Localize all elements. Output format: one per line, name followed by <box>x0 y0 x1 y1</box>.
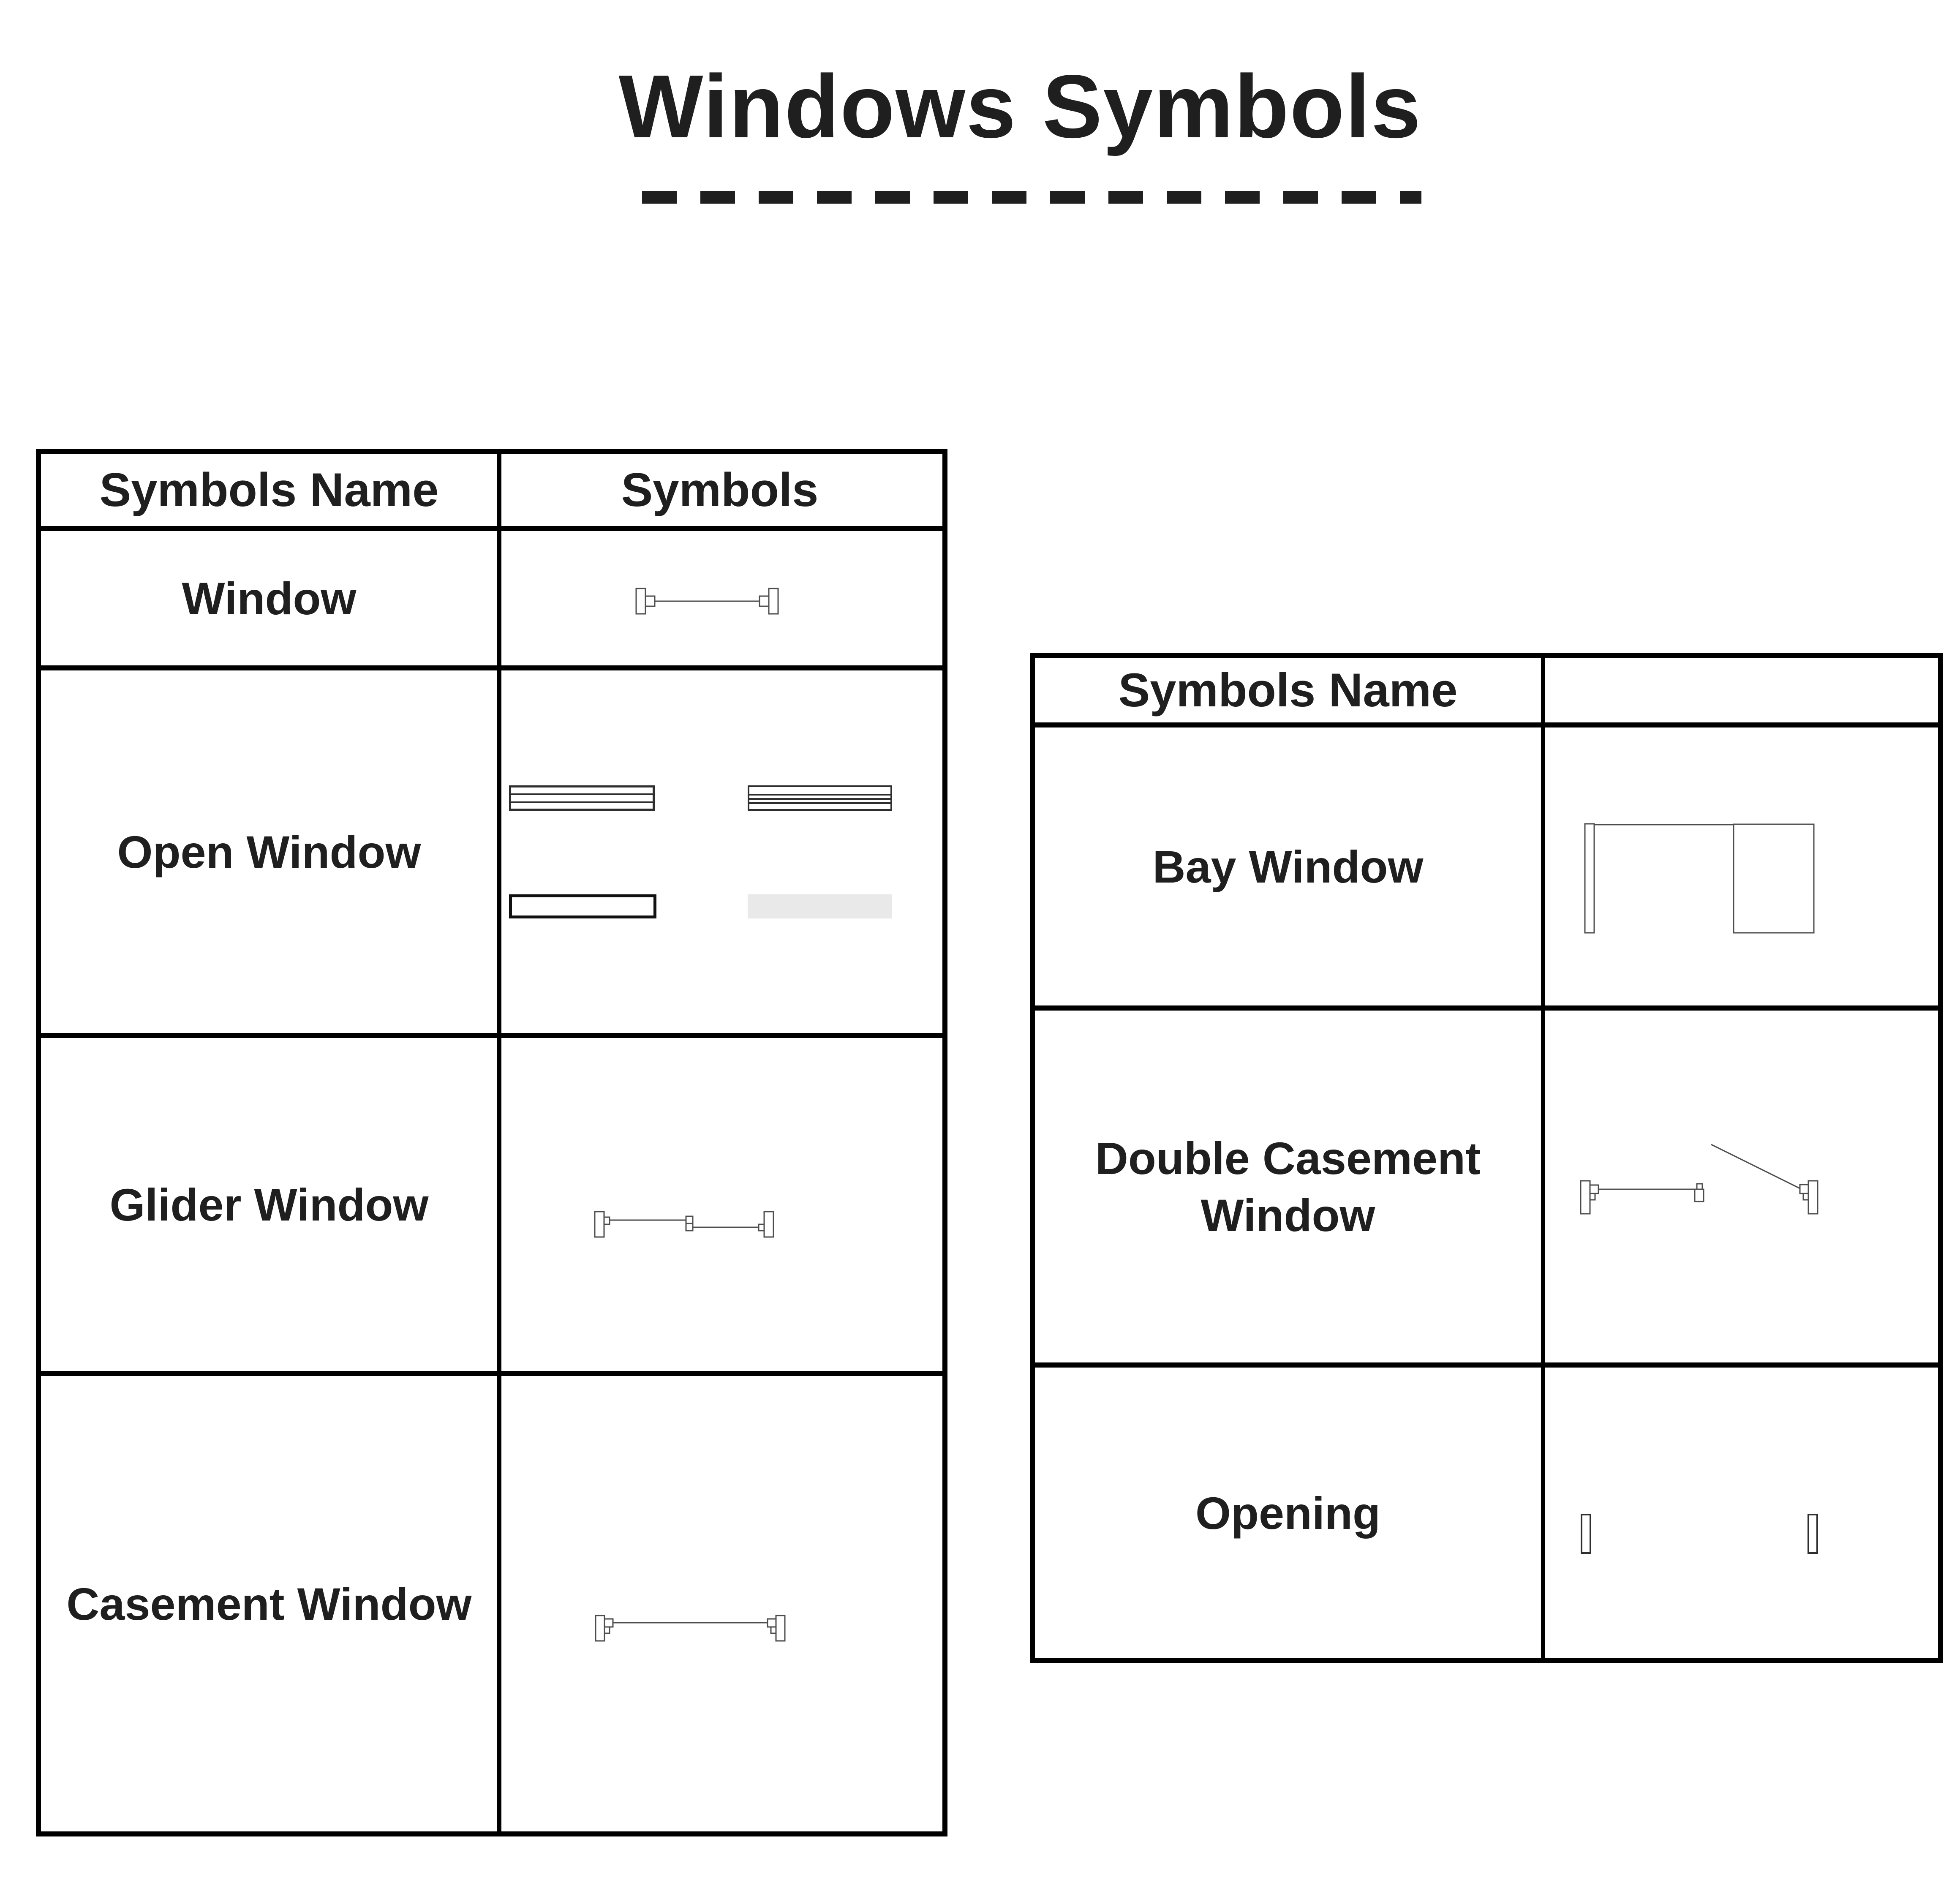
symbol-cell <box>472 1400 909 1856</box>
header-symbols-name: Symbols Name <box>41 454 501 526</box>
row-label-open-window: Open Window <box>41 670 501 1033</box>
header-symbols: Symbols <box>621 463 819 516</box>
table-row: Window <box>41 526 942 665</box>
table-header-row: Symbols Name <box>1035 658 1938 722</box>
row-label-window: Window <box>41 531 501 665</box>
glider-window-symbol <box>594 1211 774 1238</box>
symbol-cell <box>466 1058 902 1391</box>
header-empty <box>1545 658 1934 722</box>
symbol-cell <box>1505 1003 1894 1355</box>
opening-symbol <box>1581 1514 1818 1554</box>
symbol-cell <box>489 534 926 668</box>
table-row: Opening <box>1035 1362 1938 1658</box>
table-row: Glider Window <box>41 1033 942 1371</box>
row-label-double-casement-window: Double Casement Window <box>1035 1011 1545 1362</box>
casement-window-symbol <box>595 1615 786 1642</box>
open-window-symbol-group <box>509 785 892 918</box>
symbol-cell <box>1505 739 1894 1017</box>
left-symbols-table: Symbols Name Symbols Window Open Window <box>36 449 947 1836</box>
title-dashed-underline <box>642 191 1421 204</box>
row-label-glider-window: Glider Window <box>41 1038 501 1371</box>
open-window-outline-pane-icon <box>509 894 656 918</box>
right-symbols-table: Symbols Name Bay Window Double Casement … <box>1030 653 1943 1663</box>
open-window-three-pane-icon <box>509 785 655 811</box>
window-plan-symbol <box>635 588 779 615</box>
page-title: Windows Symbols <box>618 56 1422 156</box>
open-window-multi-pane-icon <box>748 785 892 811</box>
table-row: Casement Window <box>41 1371 942 1831</box>
table-row: Bay Window <box>1035 722 1938 1005</box>
double-casement-window-symbol <box>1580 1144 1818 1214</box>
symbol-cell <box>501 670 938 1033</box>
row-label-casement-window: Casement Window <box>41 1376 501 1831</box>
row-label-opening: Opening <box>1035 1368 1545 1658</box>
bay-window-symbol <box>1584 823 1815 934</box>
table-row: Open Window <box>41 665 942 1033</box>
open-window-filled-pane-icon <box>748 894 892 918</box>
table-header-row: Symbols Name Symbols <box>41 454 942 526</box>
table-row: Double Casement Window <box>1035 1005 1938 1362</box>
header-symbols-name: Symbols Name <box>1035 658 1545 722</box>
symbol-cell <box>1505 1389 1894 1679</box>
row-label-bay-window: Bay Window <box>1035 727 1545 1005</box>
